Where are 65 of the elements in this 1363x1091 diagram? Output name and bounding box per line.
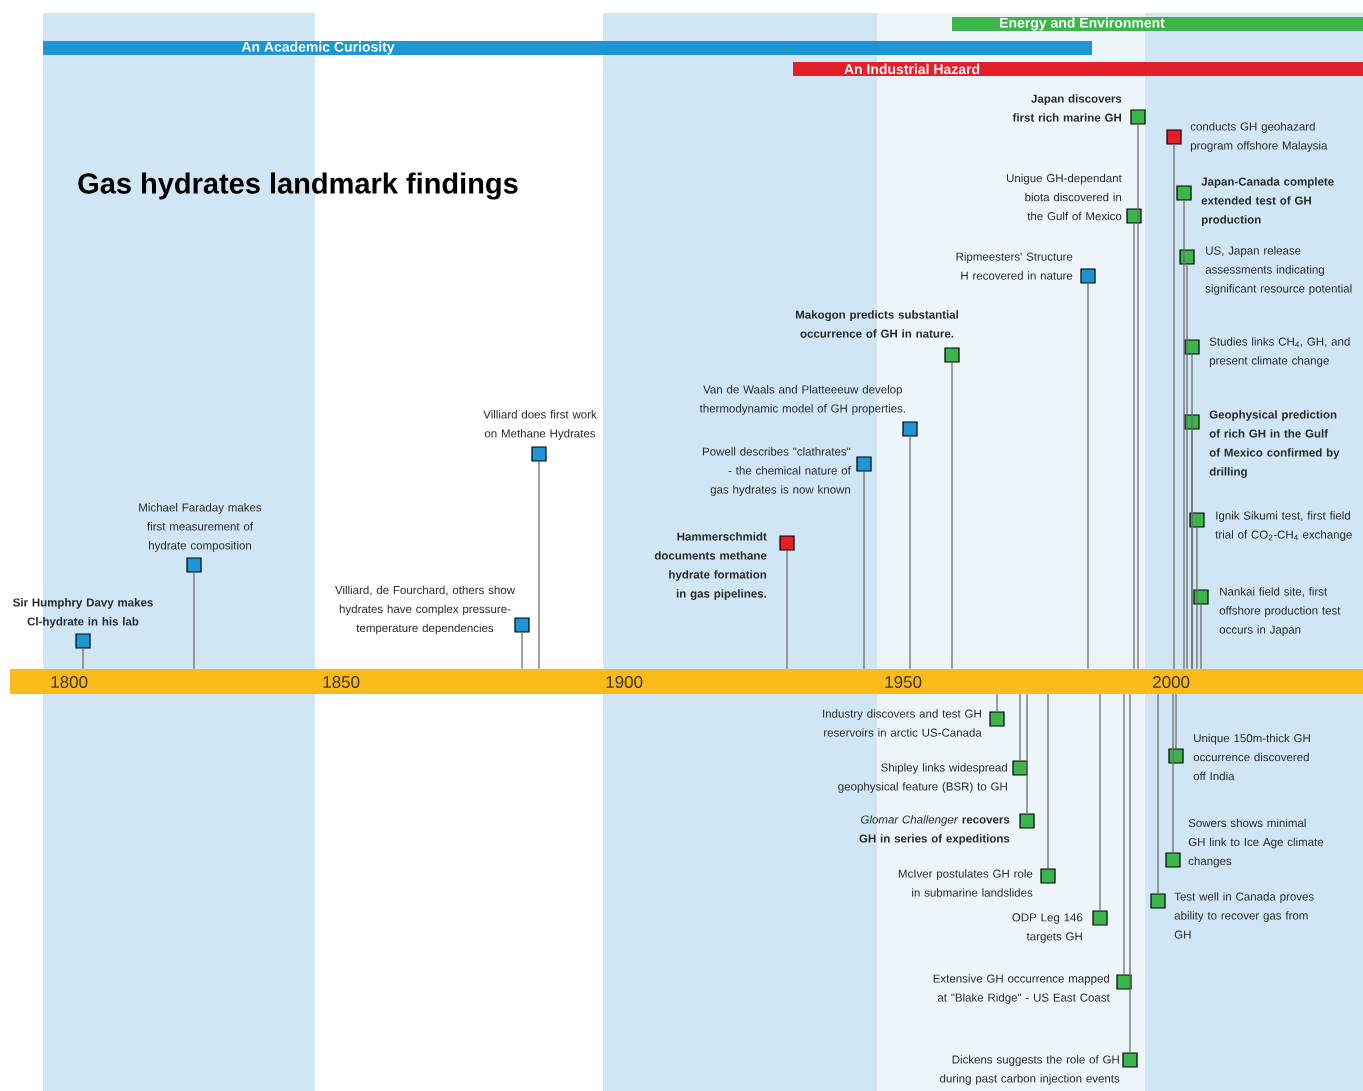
event-text: Villiard does first work on Methane Hydrates xyxy=(483,410,597,440)
year-label: 1850 xyxy=(323,676,360,688)
event-text: Michael Faraday makes first measurement of hydrate composition xyxy=(139,503,262,552)
event-text: Nankai field site, first offshore production test occurs in Japan xyxy=(1219,587,1341,636)
event-text: Japan-Canada complete extended test of GH production xyxy=(1201,177,1334,226)
leader-line xyxy=(1183,199,1185,670)
leader-line xyxy=(1196,526,1198,670)
leader-line xyxy=(909,435,911,670)
event-text: Unigue GH-dependant biota discovered in the Gulf of Mexico xyxy=(1007,173,1122,221)
event-text: Villiard, de Fourchard, others show hydrates have complex pressure-temperature dependencies xyxy=(335,585,515,635)
leader-line xyxy=(82,647,84,670)
leader-line xyxy=(951,361,953,670)
leader-line xyxy=(193,571,195,670)
leader-line xyxy=(1173,143,1175,670)
leader-line xyxy=(1186,263,1188,670)
leader-line xyxy=(786,549,788,670)
leader-line xyxy=(1133,222,1135,670)
event-text: Sowers shows minimal GH link to Ice Age climate changes xyxy=(1188,818,1324,868)
leader-line xyxy=(1172,693,1174,854)
year-label: 1800 xyxy=(51,676,88,688)
leader-line xyxy=(1047,693,1049,870)
leader-line xyxy=(1157,693,1159,895)
event-text: conducts GH geohazard program offshore Malaysia xyxy=(1190,122,1328,152)
leader-line xyxy=(1129,693,1131,1054)
event-text: Hammerschmidt documents methane hydrate formation in gas pipelines. xyxy=(654,532,767,600)
year-label: 1900 xyxy=(606,676,643,688)
leader-line xyxy=(1099,693,1101,912)
event-text: Studies links CH$_{4}$, GH, and present climate change xyxy=(1209,337,1350,367)
event-text: Test well in Canada proves ability to recover gas from GH xyxy=(1174,892,1314,939)
leader-line xyxy=(996,693,998,713)
leader-line xyxy=(1019,693,1021,762)
leader-line xyxy=(1200,603,1202,670)
event-text: Ignik Sikumi test, first field trial of CO$_{2}$-CH$_{4}$ exchange xyxy=(1215,511,1352,541)
event-text: Powell describes "clathrates" - the chemical nature of gas hydrates is now known xyxy=(702,447,851,496)
event-text: Industry discovers and test GH reservoirs in arctic US-Canada xyxy=(823,709,982,737)
leader-line xyxy=(538,460,540,670)
event-text: Unique 150m-thick GH occurrence discovered off India xyxy=(1193,733,1310,781)
event-text: Dickens suggests the role of GH during past carbon injection events xyxy=(940,1055,1120,1085)
era-band: An Industrial Hazard xyxy=(793,62,1363,76)
event-text: Geophysical prediction of rich GH in the Gulf of Mexico confirmed by drilling xyxy=(1209,410,1340,478)
leader-line xyxy=(521,631,523,670)
leader-line xyxy=(1026,693,1028,815)
year-label: 2000 xyxy=(1153,676,1190,688)
event-text: Shipley links widespread geophysical feature (BSR) to GH xyxy=(838,763,1007,793)
leader-line xyxy=(1087,282,1089,670)
event-text: Sir Humphry Davy makes Cl-hydrate in his lab xyxy=(13,598,153,628)
title: Gas hydrates landmark findings xyxy=(78,172,518,200)
event-text: Extensive GH occurrence mapped at "Blake Ridge" - US East Coast xyxy=(933,974,1110,1004)
leader-line xyxy=(1123,693,1125,976)
event-text: Japan discovers first rich marine GH xyxy=(1012,94,1122,122)
event-text: McIver postulates GH role in submarine landslides xyxy=(898,869,1033,897)
era-band: An Academic Curiosity xyxy=(43,41,1092,55)
timeline-bar xyxy=(10,669,1363,694)
event-text: Glomar Challenger recovers GH in series of expeditions xyxy=(859,815,1010,845)
era-band: Energy and Environment xyxy=(952,17,1363,31)
leader-line xyxy=(1191,428,1193,670)
event-text: Makogon predicts substantial occurrence of GH in nature. xyxy=(796,310,958,338)
leader-line xyxy=(1175,693,1177,750)
leader-line xyxy=(863,470,865,670)
event-text: US, Japan release assessments indicating significant resource potential xyxy=(1205,246,1352,295)
event-text: ODP Leg 146 targets GH xyxy=(1012,913,1083,943)
event-text: Ripmeesters' Structure H recovered in nature xyxy=(956,252,1073,280)
event-text: Van de Waals and Platteeeuw develop thermodynamic model of GH properties. xyxy=(699,385,905,415)
leader-line xyxy=(1137,123,1139,670)
year-label: 1950 xyxy=(885,676,922,688)
